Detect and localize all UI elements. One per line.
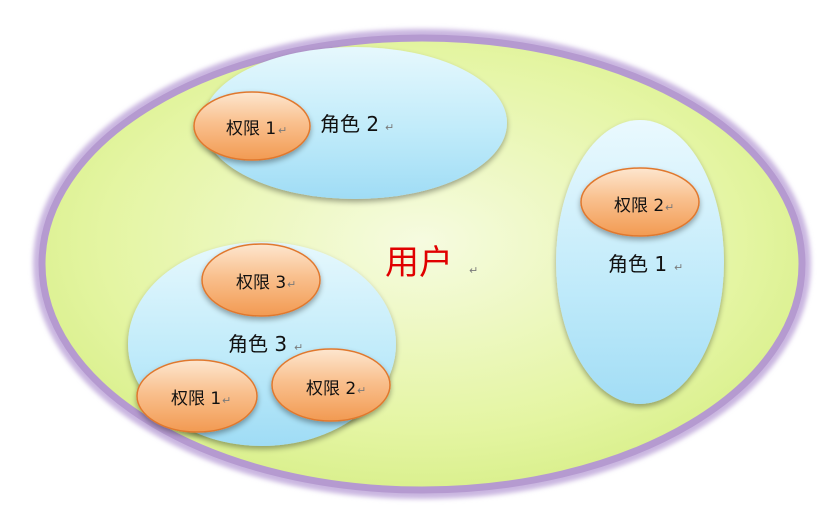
role-1-return-mark: ↵ — [674, 261, 683, 274]
permission-1-label-in-role-3: 权限 1 — [171, 389, 221, 409]
permission-1-return-mark-in-role-2: ↵ — [278, 124, 287, 137]
permission-2-return-mark-in-role-3: ↵ — [357, 384, 366, 397]
permission-2-label-in-role-3: 权限 2 — [306, 379, 356, 399]
permission-2-ellipse-in-role-3 — [271, 348, 391, 422]
role-2-ellipse — [203, 47, 507, 199]
role-1-label: 角色 1 — [608, 252, 667, 276]
permission-2-label-in-role-1: 权限 2 — [614, 196, 664, 216]
permission-2-ellipse-in-role-1 — [580, 167, 700, 237]
role-2-label: 角色 2 — [320, 112, 379, 136]
permission-2-return-mark-in-role-1: ↵ — [665, 201, 674, 214]
permission-1-return-mark-in-role-3: ↵ — [222, 394, 231, 407]
role-3-return-mark: ↵ — [294, 341, 303, 354]
permission-1-ellipse-in-role-3 — [136, 359, 258, 433]
permission-3-label-in-role-3: 权限 3 — [236, 273, 286, 293]
permission-1-label-in-role-2: 权限 1 — [226, 119, 276, 139]
role-2-return-mark: ↵ — [385, 121, 394, 134]
role-3-label: 角色 3 — [228, 332, 287, 356]
permission-3-return-mark-in-role-3: ↵ — [287, 278, 296, 291]
permission-3-ellipse-in-role-3 — [201, 243, 321, 317]
user-label: 用户 — [385, 243, 453, 283]
user-label-return-mark: ↵ — [469, 264, 478, 277]
permission-1-ellipse-in-role-2 — [193, 91, 311, 161]
